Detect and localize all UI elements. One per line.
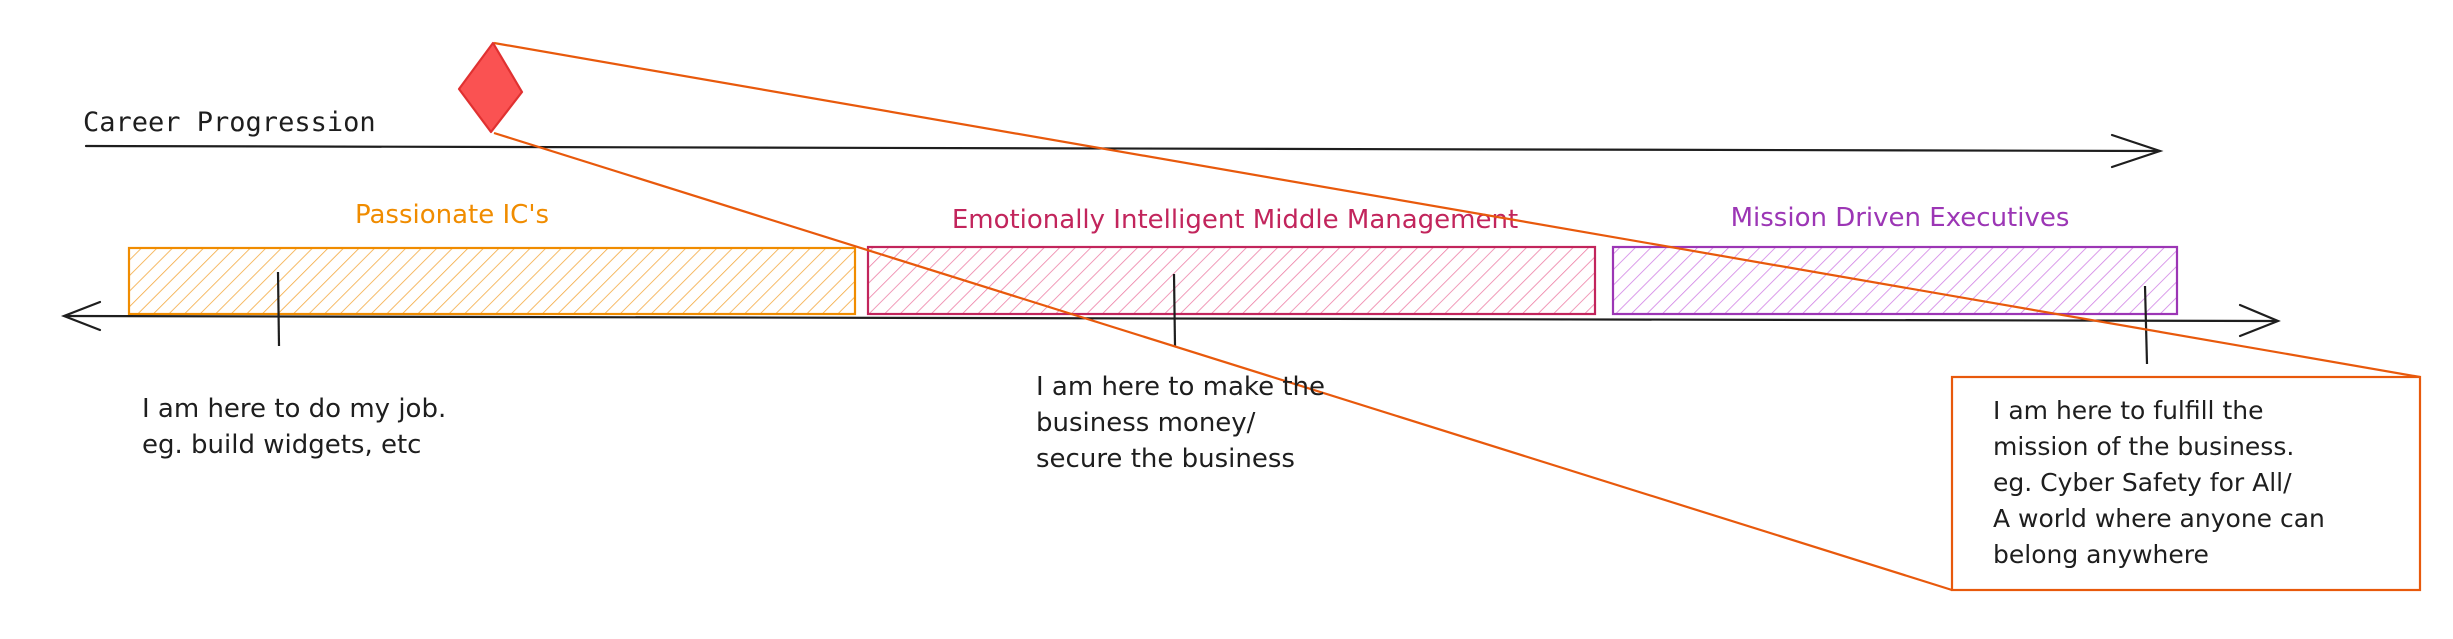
description-line: I am here to make the (1036, 372, 1325, 402)
diamond-marker-icon (457, 41, 524, 134)
description-line: business money/ (1036, 408, 1256, 438)
tier-band-middle-management (866, 245, 1597, 316)
tier-description-middle-management: I am here to make the business money/ se… (1036, 372, 1333, 474)
tier-band-executives (1611, 245, 2179, 316)
description-line: belong anywhere (1993, 540, 2209, 569)
progression-arrow (84, 133, 2164, 169)
description-line: I am here to do my job. (142, 394, 446, 424)
timeline-arrow (60, 300, 2281, 338)
tier-title-middle-management: Emotionally Intelligent Middle Managemen… (952, 205, 1518, 235)
tick-mark-executives (2143, 285, 2149, 365)
tick-mark-middle-management (1172, 273, 1177, 347)
description-line: secure the business (1036, 444, 1295, 474)
description-line: eg. Cyber Safety for All/ (1993, 468, 2292, 497)
zoom-connector-lines (493, 41, 2421, 592)
tier-description-executives: I am here to fulfill the mission of the … (1993, 396, 2333, 569)
description-line: A world where anyone can (1993, 504, 2325, 533)
tier-title-ic: Passionate IC's (355, 200, 549, 230)
tier-band-ic (127, 246, 857, 316)
progression-label: Career Progression (83, 107, 376, 138)
tier-title-executives: Mission Driven Executives (1731, 203, 2070, 233)
tier-description-ic: I am here to do my job. eg. build widget… (142, 394, 455, 460)
description-line: mission of the business. (1993, 432, 2294, 461)
description-line: eg. build widgets, etc (142, 430, 421, 460)
tick-mark-ic (276, 271, 281, 347)
executives-callout-box (1950, 375, 2422, 592)
description-line: I am here to fulfill the (1993, 396, 2263, 425)
